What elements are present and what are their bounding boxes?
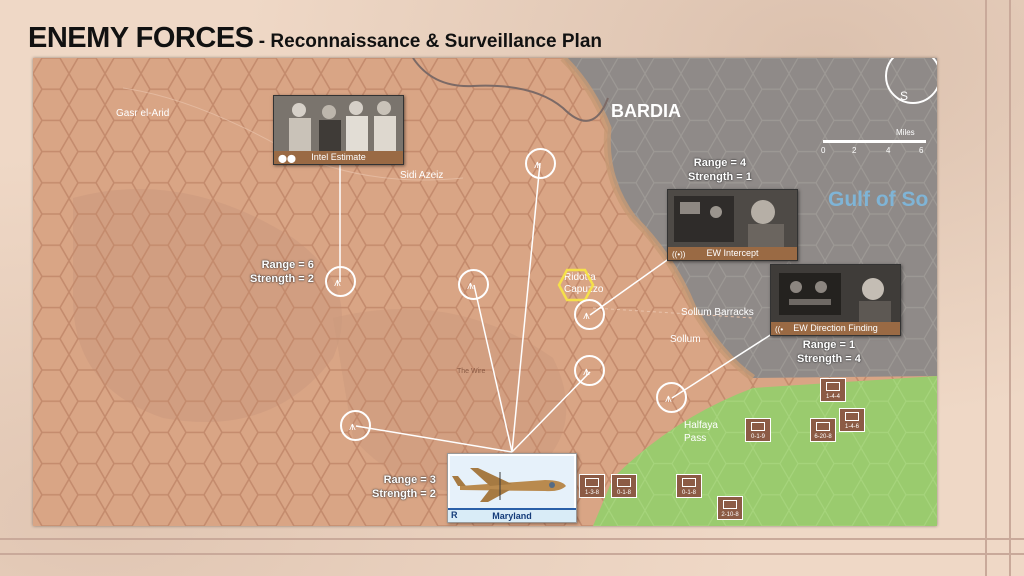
ew-df-caption-bar: ((• EW Direction Finding: [771, 322, 900, 335]
compass-rose-icon: [885, 58, 937, 104]
scale-tick: 4: [886, 146, 891, 155]
ew-df-photo: [771, 265, 900, 322]
unit-counter[interactable]: 1-4-6: [839, 408, 865, 432]
bomber-aircraft-icon: [452, 468, 566, 502]
title-main: ENEMY FORCES: [28, 22, 254, 54]
intel-range-strength: Range = 6 Strength = 2: [250, 258, 314, 286]
direction-finding-icon: ((•: [775, 325, 784, 334]
intel-estimate-card[interactable]: ⬤⬤ Intel Estimate: [273, 95, 404, 165]
unit-counter[interactable]: 1-3-8: [579, 474, 605, 498]
frame-line: [0, 553, 1024, 555]
compass-label: S: [900, 89, 909, 103]
place-halfaya: Halfaya: [684, 420, 718, 431]
infantry-glyph-icon: ⩚: [349, 419, 356, 433]
officers-photo: [274, 96, 403, 151]
scale-title: Miles: [896, 128, 915, 137]
scale-tick: 6: [919, 146, 924, 155]
counter-value: 6-20-8: [814, 434, 832, 440]
infantry-glyph-icon: ⩚: [534, 157, 541, 171]
maryland-range: Range = 3: [383, 474, 436, 486]
radio-station-photo: [771, 265, 900, 322]
intel-icon: ⬤⬤: [278, 154, 296, 163]
maryland-range-strength: Range = 3 Strength = 2: [372, 473, 436, 501]
counter-value: 1-4-6: [844, 424, 859, 430]
infantry-glyph-icon: ⩚: [467, 278, 474, 292]
ew-direction-finding-card[interactable]: ((• EW Direction Finding: [770, 264, 901, 336]
infantry-glyph-icon: ⩚: [583, 364, 590, 378]
aircraft-caption: Maryland: [492, 511, 532, 521]
intel-range: Range = 6: [261, 259, 314, 271]
place-capuzzo: Capuzzo: [564, 284, 604, 295]
place-sollum: Sollum: [670, 334, 701, 345]
place-the-wire: The Wire: [457, 368, 486, 375]
scale-bar: [823, 140, 926, 143]
counter-value: 0-1-9: [750, 434, 765, 440]
place-gasr-el-arid: Gasr el-Arid: [116, 108, 170, 119]
counter-value: 0-1-8: [616, 490, 631, 496]
counter-value: 0-1-8: [681, 490, 696, 496]
scale-tick: 2: [852, 146, 857, 155]
antenna-icon: ((•)): [672, 250, 686, 259]
recon-target-node[interactable]: ⩚: [525, 148, 556, 179]
maryland-aircraft-card[interactable]: R Maryland: [447, 453, 577, 523]
intel-caption-bar: ⬤⬤ Intel Estimate: [274, 151, 403, 164]
ew-intercept-caption-bar: ((•)) EW Intercept: [668, 247, 797, 260]
place-sidi-azeiz: Sidi Azeiz: [400, 170, 444, 181]
unit-counter[interactable]: 1-4-4: [820, 378, 846, 402]
intel-photo: [274, 96, 403, 151]
recon-target-node[interactable]: ⩚: [574, 299, 605, 330]
aircraft-image: [450, 456, 574, 508]
ew-intercept-card[interactable]: ((•)) EW Intercept: [667, 189, 798, 261]
ew-intercept-range: Range = 4: [693, 157, 747, 169]
scale-tick: 0: [821, 146, 826, 155]
place-bardia: BARDIA: [611, 101, 681, 121]
place-gulf: Gulf of So: [828, 188, 929, 211]
recon-target-node[interactable]: ⩚: [574, 355, 605, 386]
unit-counter[interactable]: 0-1-8: [611, 474, 637, 498]
infantry-glyph-icon: ⩚: [583, 308, 590, 322]
ew-intercept-range-strength: Range = 4 Strength = 1: [688, 156, 752, 184]
radio-operator-photo: [668, 190, 797, 247]
ew-df-range: Range = 1: [802, 339, 856, 351]
counter-value: 2-10-8: [721, 512, 739, 518]
unit-counter[interactable]: 0-1-9: [745, 418, 771, 442]
unit-counter[interactable]: 2-10-8: [717, 496, 743, 520]
infantry-glyph-icon: ⩚: [665, 391, 672, 405]
recon-target-node[interactable]: ⩚: [656, 382, 687, 413]
recon-target-node[interactable]: ⩚: [458, 269, 489, 300]
ew-df-caption: EW Direction Finding: [793, 323, 878, 333]
ew-df-strength: Strength = 4: [797, 353, 861, 365]
intel-caption: Intel Estimate: [311, 152, 366, 162]
ew-intercept-caption: EW Intercept: [706, 248, 759, 258]
slide-title: ENEMY FORCES - Reconnaissance & Surveill…: [28, 22, 602, 55]
unit-counter[interactable]: 0-1-8: [676, 474, 702, 498]
unit-counter[interactable]: 6-20-8: [810, 418, 836, 442]
title-subtitle: Reconnaissance & Surveillance Plan: [270, 31, 602, 52]
place-pass: Pass: [684, 433, 707, 444]
recon-target-node[interactable]: ⩚: [325, 266, 356, 297]
aircraft-caption-bar: R Maryland: [448, 508, 576, 522]
ew-intercept-strength: Strength = 1: [688, 171, 752, 183]
title-separator: -: [253, 31, 271, 52]
aircraft-role-tag: R: [451, 510, 458, 520]
infantry-glyph-icon: ⩚: [334, 275, 341, 289]
maryland-strength: Strength = 2: [372, 488, 436, 500]
frame-line: [1009, 0, 1011, 576]
place-sollum-barracks: Sollum Barracks: [681, 307, 754, 318]
frame-line: [985, 0, 987, 576]
counter-value: 1-4-4: [825, 394, 840, 400]
frame-line: [0, 538, 1024, 540]
selected-hex[interactable]: [557, 268, 595, 302]
intel-strength: Strength = 2: [250, 273, 314, 285]
ew-intercept-photo: [668, 190, 797, 247]
ew-df-range-strength: Range = 1 Strength = 4: [797, 338, 861, 366]
counter-value: 1-3-8: [584, 490, 599, 496]
recon-target-node[interactable]: ⩚: [340, 410, 371, 441]
place-ridotta: Ridotta: [564, 272, 596, 283]
